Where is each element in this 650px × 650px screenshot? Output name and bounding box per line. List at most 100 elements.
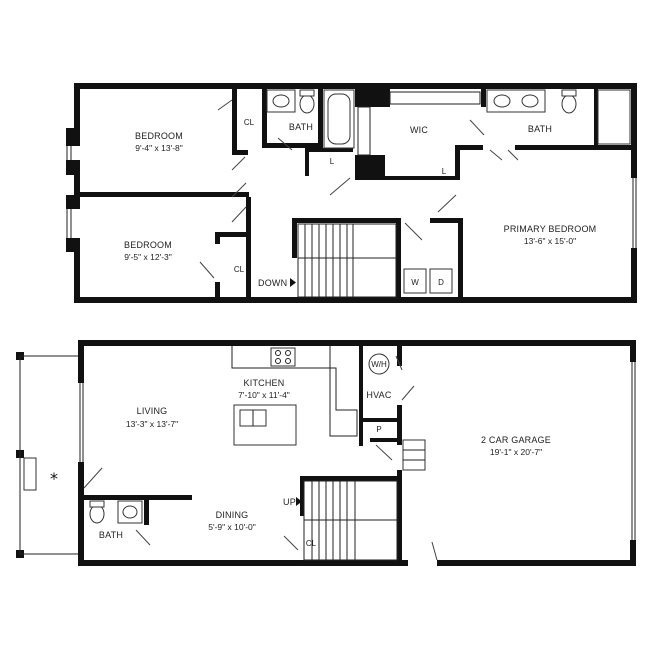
primary-bedroom-name: PRIMARY BEDROOM bbox=[504, 224, 597, 234]
down-arrow-icon bbox=[290, 278, 296, 287]
bath-1-label: BATH bbox=[289, 122, 313, 132]
lower-doors bbox=[83, 355, 438, 561]
closet2-wall-left bbox=[215, 232, 220, 244]
bath2-shower bbox=[597, 89, 631, 145]
upper-wall-right-a bbox=[631, 83, 637, 178]
bath1-tub-inner bbox=[327, 93, 351, 145]
upper-wall-left-b bbox=[74, 175, 80, 195]
laundry-wall-left bbox=[396, 218, 401, 303]
upper-window-jamb-2 bbox=[66, 160, 80, 175]
closet1-wall-bottom bbox=[232, 150, 248, 155]
upper-wall-bottom bbox=[74, 297, 637, 303]
wic-shelf-top bbox=[389, 91, 481, 105]
bath2-wall-bottom-b bbox=[515, 145, 631, 150]
garage-wall-b bbox=[397, 405, 402, 445]
lower-stairs-label: UP bbox=[283, 497, 296, 507]
bath2-toilet-tank bbox=[561, 89, 577, 97]
wic-wall-right bbox=[455, 148, 460, 180]
lower-bath-toilet-tank bbox=[89, 500, 105, 508]
lower-floor: LIVING 13'-3" x 13'-7" KITCHEN 7'-10" x … bbox=[16, 340, 636, 566]
bedroom-divider-wall-b bbox=[232, 192, 249, 197]
dining-dim: 5'-9" x 10'-0" bbox=[208, 522, 256, 532]
upper-window-jamb-4 bbox=[66, 238, 80, 252]
bath2-toilet bbox=[561, 94, 577, 114]
bath1-toilet-tank bbox=[299, 89, 315, 97]
closet2-wall-right bbox=[246, 197, 251, 303]
pantry-wall-bottom bbox=[370, 438, 400, 442]
laundry-wall-right bbox=[458, 218, 463, 303]
bath2-wall-bottom bbox=[455, 145, 483, 150]
upper-wall-top bbox=[74, 83, 637, 89]
closet-2-label: CL bbox=[234, 265, 245, 274]
closet-1-label: CL bbox=[244, 118, 255, 127]
upper-window-jamb-1 bbox=[66, 128, 80, 146]
laundry-wall-top bbox=[430, 218, 462, 223]
washer-box bbox=[403, 268, 427, 294]
upper-floor: BEDROOM 9'-4" x 13'-8" BEDROOM 9'-5" x 1… bbox=[66, 83, 637, 303]
closet1-wall-left bbox=[232, 89, 237, 155]
linen1-wall-left bbox=[305, 148, 309, 176]
bedroom-divider-wall bbox=[80, 192, 232, 197]
hvac-wall-left bbox=[359, 346, 363, 446]
bath2-wall-side bbox=[594, 89, 598, 145]
bedroom-2-dim: 9'-5" x 12'-3" bbox=[124, 252, 172, 262]
pantry-label: P bbox=[376, 425, 381, 434]
wic-wall-bottom bbox=[385, 176, 457, 180]
kitchen-name: KITCHEN bbox=[244, 378, 285, 388]
primary-bedroom-dim: 13'-6" x 15'-0" bbox=[524, 236, 576, 246]
lower-wall-right-a bbox=[630, 340, 636, 362]
living-name: LIVING bbox=[137, 406, 168, 416]
garage-wall-a bbox=[397, 346, 402, 366]
garage-steps[interactable] bbox=[402, 439, 426, 471]
lower-stairs[interactable] bbox=[303, 480, 398, 561]
bath-2-label: BATH bbox=[528, 124, 552, 134]
bath2-sink-2 bbox=[521, 94, 539, 108]
closet2-wall-top bbox=[215, 232, 250, 237]
garage-name: 2 CAR GARAGE bbox=[481, 435, 551, 445]
stair-wall-left bbox=[292, 218, 297, 258]
upper-stairs[interactable] bbox=[297, 223, 397, 298]
core-block bbox=[355, 89, 385, 107]
kitchen-dim: 7'-10" x 11'-4" bbox=[238, 390, 290, 400]
wic-label: WIC bbox=[410, 125, 428, 135]
lower-wall-top-b bbox=[336, 340, 636, 346]
garage-wall-c bbox=[397, 470, 402, 566]
lower-wall-bottom-a bbox=[78, 560, 408, 566]
lower-bath-toilet bbox=[89, 504, 105, 524]
lower-bath-sink bbox=[122, 505, 138, 519]
patio-marker-icon: * bbox=[50, 469, 58, 488]
kitchen-counter bbox=[231, 346, 358, 437]
stair-wall-top bbox=[292, 218, 400, 223]
lower-stair-wall-left bbox=[300, 481, 304, 516]
upper-wall-left-c bbox=[74, 252, 80, 303]
garage-dim: 19'-1" x 20'-7" bbox=[490, 447, 542, 457]
upper-stairs-label: DOWN bbox=[258, 278, 287, 288]
bath2-wall-left bbox=[481, 89, 486, 107]
lower-wall-top-a bbox=[78, 340, 336, 346]
bath-wall-right bbox=[144, 495, 149, 525]
wic-wall-top bbox=[385, 89, 390, 107]
hvac-label: HVAC bbox=[366, 390, 391, 400]
bath1-wall-bottom bbox=[262, 143, 318, 148]
linen-1-label: L bbox=[330, 157, 335, 166]
water-heater bbox=[368, 353, 390, 375]
lower-closet-label: CL bbox=[306, 539, 317, 548]
upper-wall-left-a bbox=[74, 83, 80, 128]
dryer-label: D bbox=[438, 278, 444, 287]
wic-shelf-left bbox=[357, 106, 371, 156]
closet1-wall-right bbox=[262, 89, 267, 147]
lower-wall-bottom-b bbox=[437, 560, 636, 566]
washer-label: W bbox=[411, 278, 419, 287]
bath-wall-top bbox=[84, 495, 192, 500]
upper-wall-right-b bbox=[631, 248, 637, 303]
kitchen-range bbox=[270, 347, 296, 367]
lower-wall-left-a bbox=[78, 340, 84, 383]
bath1-toilet bbox=[299, 94, 315, 114]
patio bbox=[16, 352, 78, 558]
bath1-sink bbox=[272, 94, 290, 108]
bedroom-1-name: BEDROOM bbox=[135, 131, 183, 141]
lower-bath-label: BATH bbox=[99, 530, 123, 540]
lower-stair-wall-top bbox=[300, 476, 398, 481]
pantry-wall bbox=[359, 418, 399, 422]
